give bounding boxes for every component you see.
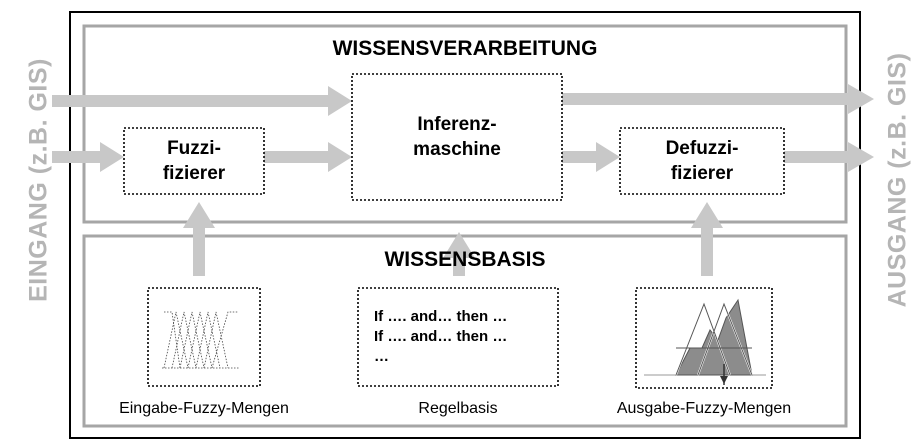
output-sets-caption: Ausgabe-Fuzzy-Mengen: [616, 400, 792, 417]
defuzzifier-label: Defuzzi- fizierer: [620, 136, 784, 186]
arrow-input-to-fuzzifier: [52, 142, 124, 172]
input-sets-caption: Eingabe-Fuzzy-Mengen: [119, 400, 289, 417]
arrow-inference-to-defuzzifier: [562, 142, 620, 172]
defuzzifier-box: [619, 127, 785, 195]
arrow-defuzzifier-to-output: [784, 142, 874, 172]
knowledge-base-title: WISSENSBASIS: [384, 248, 546, 271]
arrows: [52, 84, 874, 276]
input-sets-box: [147, 287, 261, 387]
arrow-output-sets-to-defuzzifier: [691, 202, 723, 276]
input-sets-graphic: [162, 311, 240, 369]
output-side-label: AUSGANG (z.B. GIS): [883, 52, 912, 308]
defuzzifier-line2: fizierer: [670, 163, 734, 184]
defuzzifier-line1: Defuzzi-: [665, 138, 739, 159]
rules-text: If …. and… then … If …. and… then … …: [374, 307, 507, 367]
rule-line-3: …: [374, 348, 389, 365]
inference-label: Inferenz- maschine: [352, 112, 562, 162]
knowledge-base-box: [82, 234, 848, 428]
fuzzifier-box: [123, 127, 265, 195]
rules-caption: Regelbasis: [418, 400, 498, 417]
inference-line1: Inferenz-: [417, 114, 497, 135]
fuzzifier-line1: Fuzzi-: [167, 138, 221, 159]
rules-box: [357, 287, 559, 387]
inference-line2: maschine: [413, 139, 501, 160]
input-side-label: EINGANG (z.B. GIS): [24, 58, 53, 302]
arrow-input-sets-to-fuzzifier: [183, 202, 215, 276]
processing-box: [82, 24, 848, 224]
arrow-inference-to-output: [562, 84, 874, 114]
fuzzifier-line2: fizierer: [162, 163, 226, 184]
arrow-fuzzifier-to-inference: [264, 142, 352, 172]
fuzzifier-label: Fuzzi- fizierer: [124, 136, 264, 186]
output-sets-graphic: [644, 298, 766, 385]
inference-box: [351, 73, 563, 201]
rule-line-2: If …. and… then …: [374, 328, 508, 345]
rule-line-1: If …. and… then …: [374, 308, 508, 325]
arrow-input-to-inference: [52, 86, 352, 116]
processing-title: WISSENSVERARBEITUNG: [332, 37, 598, 60]
arrow-rules-to-inference: [443, 232, 475, 276]
